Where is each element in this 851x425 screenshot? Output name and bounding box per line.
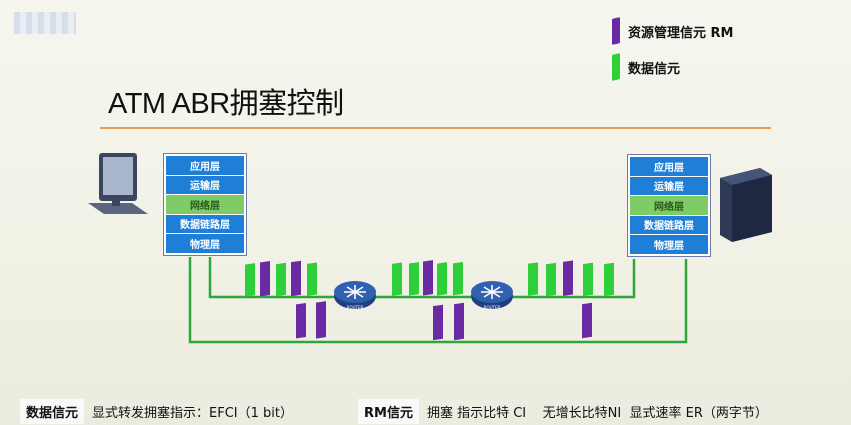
title-divider <box>100 127 771 129</box>
rm-cell <box>563 260 573 296</box>
data-cell <box>245 263 255 297</box>
data-cell <box>409 262 419 296</box>
layer-datalink: 数据链路层 <box>630 215 708 234</box>
layer-network: 网络层 <box>166 195 244 214</box>
layer-application: 应用层 <box>630 157 708 176</box>
page-title: ATM ABR拥塞控制 <box>108 88 344 120</box>
layer-application: 应用层 <box>166 156 244 175</box>
upper-cell-row <box>245 260 614 297</box>
layer-transport: 运输层 <box>166 175 244 194</box>
data-cell <box>437 262 447 296</box>
blurred-logo <box>14 12 76 34</box>
data-cell <box>583 262 593 297</box>
rm-cell <box>291 260 301 297</box>
rm-cell <box>582 302 592 339</box>
data-cell <box>276 262 286 297</box>
legend-data: 数据信元 <box>612 53 681 81</box>
server-tower-icon <box>720 168 772 242</box>
desktop-computer-icon <box>88 153 148 214</box>
layer-datalink: 数据链路层 <box>166 214 244 233</box>
svg-text:ROUTER: ROUTER <box>484 305 501 310</box>
router-icon: ROUTER <box>334 281 376 310</box>
rm-cell <box>433 304 443 341</box>
right-protocol-stack: 应用层 运输层 网络层 数据链路层 物理层 <box>627 154 711 257</box>
rm-cell-description: 拥塞 指示比特 CI 无增长比特NI 显式速率 ER（两字节） <box>426 405 768 421</box>
svg-text:ROUTER: ROUTER <box>347 305 364 310</box>
data-cell <box>528 262 538 296</box>
router-icon: ROUTER <box>471 281 513 310</box>
legend-rm-label: 资源管理信元 RM <box>628 25 734 41</box>
left-protocol-stack: 应用层 运输层 网络层 数据链路层 物理层 <box>163 153 247 256</box>
legend-rm: 资源管理信元 RM <box>612 17 734 45</box>
connection-lines <box>188 257 688 344</box>
data-cell <box>546 262 556 297</box>
lower-cell-row <box>296 301 592 341</box>
data-cell-description: 显式转发拥塞指示：EFCI（1 bit） <box>92 405 293 421</box>
data-cell <box>604 262 614 297</box>
rm-cell-note: RM信元 拥塞 指示比特 CI 无增长比特NI 显式速率 ER（两字节） <box>358 398 768 424</box>
legend-data-label: 数据信元 <box>628 61 681 77</box>
rm-cell <box>296 302 306 339</box>
layer-network: 网络层 <box>630 196 708 215</box>
layer-physical: 物理层 <box>630 235 708 254</box>
rm-cell <box>454 302 464 341</box>
data-cell <box>453 261 463 296</box>
layer-physical: 物理层 <box>166 234 244 253</box>
rm-cell-tag: RM信元 <box>358 398 419 424</box>
data-cell-note: 数据信元 显式转发拥塞指示：EFCI（1 bit） <box>20 398 293 424</box>
rm-cell <box>260 261 270 297</box>
data-cell <box>392 262 402 296</box>
rm-cell <box>423 260 433 296</box>
layer-transport: 运输层 <box>630 176 708 195</box>
data-cell-tag: 数据信元 <box>20 398 85 424</box>
rm-cell <box>316 301 326 339</box>
data-cell <box>307 262 317 296</box>
